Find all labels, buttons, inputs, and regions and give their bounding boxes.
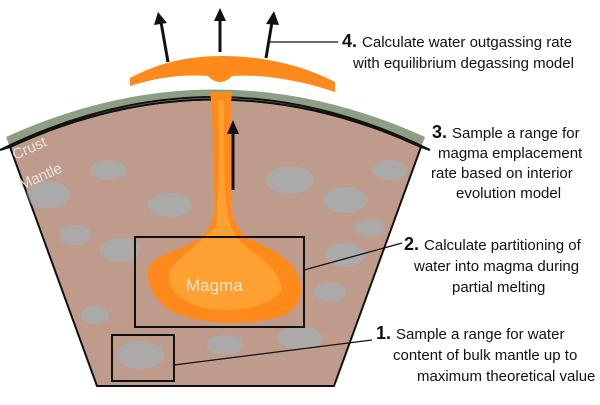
step-3-annotation: 3. Sample a range for magma emplacement r… [431,122,583,202]
step-2-line-3: partial melting [452,279,545,296]
step-1-line-2: content of bulk mantle up to [393,347,577,364]
crust-outline [0,96,431,151]
step-1-line-1: Sample a range for water [396,326,564,343]
leader-line-2 [303,242,403,271]
crust-band [6,89,425,147]
step-1-line-3: maximum theoretical value [417,368,595,385]
magma-label: Magma [186,276,243,295]
leader-line-1 [173,339,373,366]
step-4-number: 4. [342,31,357,51]
step-1-annotation: 1. Sample a range for water content of bu… [376,323,595,385]
lava-flow [130,56,335,92]
step-2-number: 2. [404,234,419,254]
mantle-sample-box [111,334,175,382]
step-4-line-1: Calculate water outgassing rate [362,34,572,51]
step-4-annotation: 4. Calculate water outgassing rate with e… [342,31,574,72]
melting-zone-box [134,236,305,328]
svg-text:1.Sample a range for water: 1. Sample a range for water [376,323,564,343]
step-4-line-2: with equilibrium degassing model [352,55,574,72]
svg-text:3.Sample a range for: 3. Sample a range for [432,122,580,142]
step-3-line-3: rate based on interior [431,165,573,182]
outgassing-arrows [154,8,279,63]
step-3-number: 3. [432,122,447,142]
emplacement-arrow [227,120,239,190]
step-1-number: 1. [376,323,391,343]
step-3-line-2: magma emplacement [438,145,583,162]
step-2-annotation: 2. Calculate partitioning of water into m… [404,234,582,296]
svg-text:4.Calculate water outgassing r: 4. Calculate water outgassing rate [342,31,572,51]
water-patches [26,160,408,369]
svg-text:2.Calculate partitioning of: 2. Calculate partitioning of [404,234,582,254]
magma-body [147,92,302,324]
step-2-line-2: water into magma during [413,258,579,275]
step-2-line-1: Calculate partitioning of [424,237,582,254]
step-3-line-1: Sample a range for [452,125,580,142]
step-3-line-4: evolution model [456,185,561,202]
